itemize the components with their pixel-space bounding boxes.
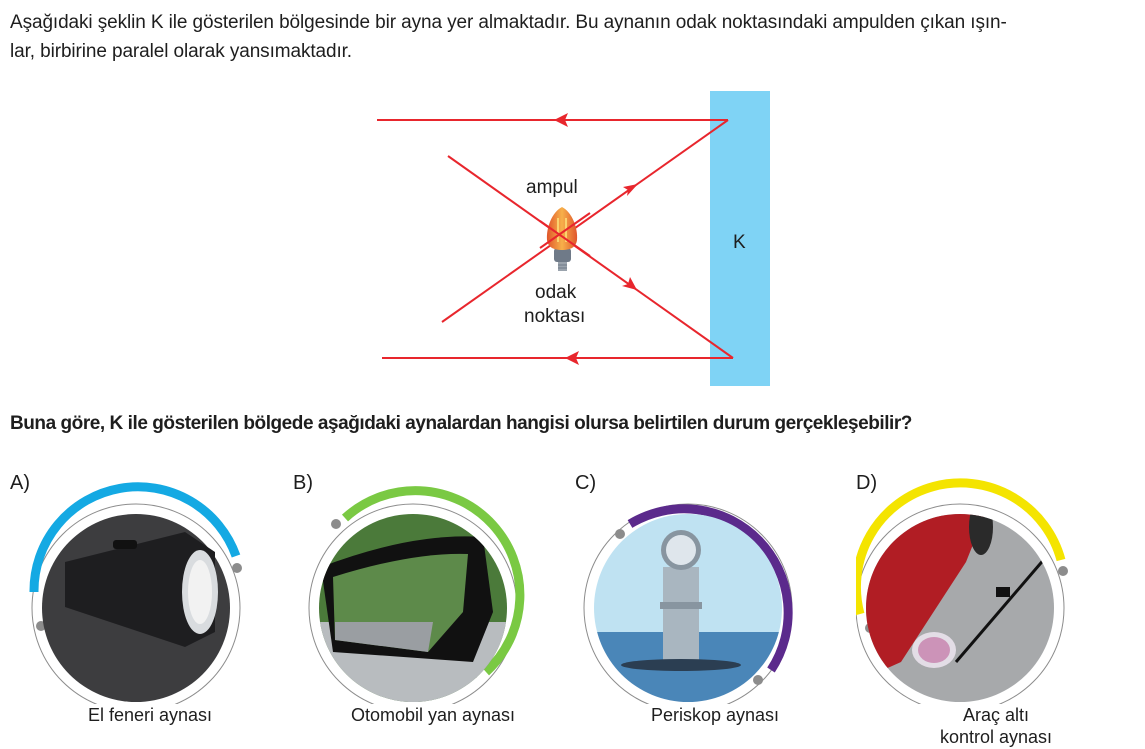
arrow-up-right <box>623 184 638 196</box>
intro-line-2: lar, birbirine paralel olarak yansımakta… <box>10 41 352 62</box>
under-vehicle-mirror-image <box>866 514 1054 702</box>
option-caption: Araç altı kontrol aynası <box>939 705 1053 747</box>
option-caption: Otomobil yan aynası <box>350 705 516 725</box>
arrow-down-right <box>622 277 637 290</box>
intro-line-1: Aşağıdaki şeklin K ile gösterilen bölges… <box>10 12 1007 33</box>
reflection-diagram: K ampul odak noktası <box>377 91 770 386</box>
option-caption: El feneri aynası <box>87 705 213 725</box>
option-b[interactable]: B) Otomobil yan aynası <box>293 472 573 749</box>
ray-top-incoming <box>441 119 729 323</box>
option-letter: A) <box>10 472 30 494</box>
focal-point-label-1: odak <box>535 282 577 303</box>
option-letter: D) <box>856 472 878 494</box>
mirror-region-k <box>710 91 770 386</box>
option-letter: C) <box>575 472 597 494</box>
focal-point-label-2: noktası <box>524 306 585 327</box>
option-d-illustration <box>856 478 1068 704</box>
option-c-illustration <box>583 503 793 704</box>
arrow-left-bottom <box>565 351 579 365</box>
option-d[interactable]: D) Araç altı kontrol aynası <box>856 472 1136 749</box>
ray-bottom-incoming <box>447 155 734 359</box>
mirror-label: K <box>733 232 746 253</box>
option-c[interactable]: C) Periskop aynası <box>575 472 855 749</box>
option-a-illustration <box>29 482 242 704</box>
car-side-mirror-image <box>319 514 507 702</box>
question-text: Buna göre, K ile gösterilen bölgede aşağ… <box>10 413 912 434</box>
bulb-label: ampul <box>526 177 578 198</box>
option-caption: Periskop aynası <box>650 705 780 725</box>
intro-paragraph: Aşağıdaki şeklin K ile gösterilen bölges… <box>10 8 1140 66</box>
arrow-left-top <box>554 113 568 127</box>
option-b-illustration <box>308 486 525 704</box>
option-a[interactable]: A) El feneri aynası <box>10 472 290 749</box>
option-letter: B) <box>293 472 313 494</box>
